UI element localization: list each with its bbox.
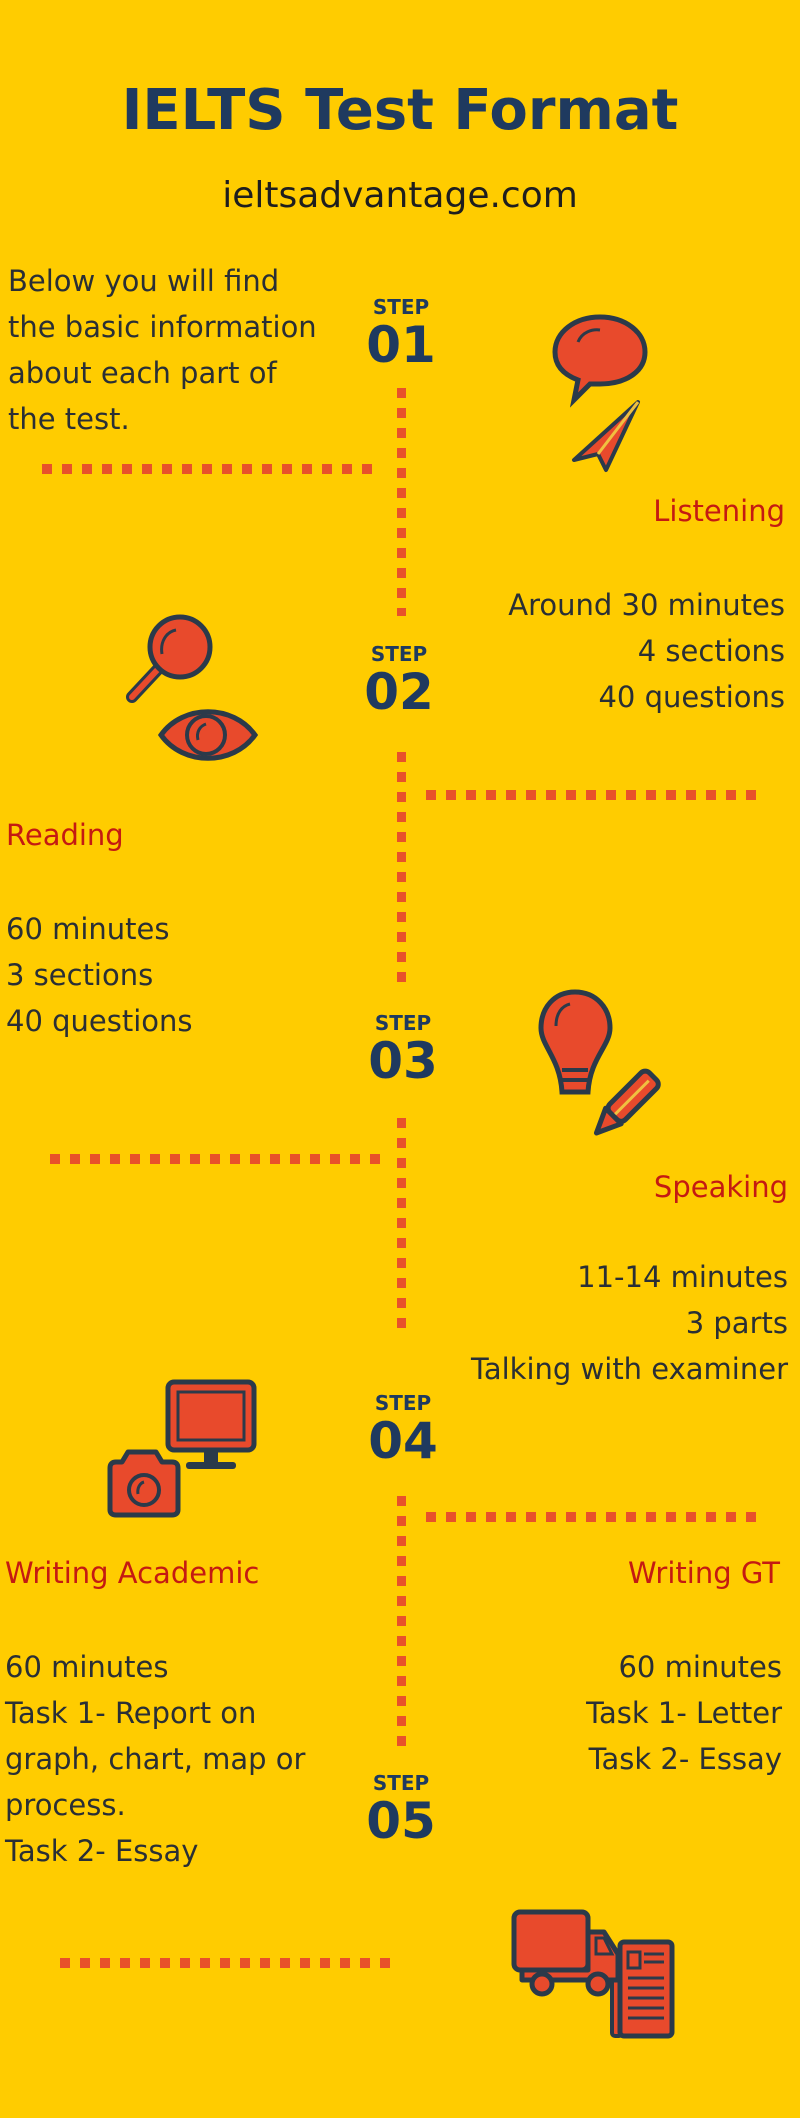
step-02: STEP 02 bbox=[344, 643, 454, 719]
step-number: 01 bbox=[366, 316, 436, 374]
magnifier-icon bbox=[126, 614, 213, 703]
step-number: 04 bbox=[368, 1412, 438, 1470]
intro-line: the test. bbox=[8, 402, 130, 436]
writing-gt-details: 60 minutes Task 1- Letter Task 2- Essay bbox=[482, 1644, 782, 1782]
pencil-icon bbox=[593, 1068, 661, 1136]
step-number: 05 bbox=[366, 1792, 436, 1850]
detail-line: Task 1- Letter bbox=[586, 1696, 782, 1730]
detail-line: 11-14 minutes bbox=[577, 1260, 788, 1294]
lightbulb-icon bbox=[538, 989, 613, 1095]
intro-text: Below you will find the basic informatio… bbox=[8, 258, 368, 442]
step-label: STEP bbox=[374, 1391, 432, 1415]
detail-line: 40 questions bbox=[6, 1004, 193, 1038]
timeline-line bbox=[397, 1496, 406, 1746]
intro-line: the basic information bbox=[8, 310, 317, 344]
reading-heading: Reading bbox=[6, 818, 124, 852]
divider-dots bbox=[50, 1154, 384, 1164]
timeline-line bbox=[397, 1118, 406, 1336]
detail-line: 3 parts bbox=[685, 1306, 788, 1340]
camera-icon bbox=[107, 1449, 181, 1518]
timeline-line bbox=[397, 752, 406, 984]
detail-line: graph, chart, map or bbox=[5, 1742, 306, 1776]
speaking-heading: Speaking bbox=[653, 1170, 788, 1204]
step-label: STEP bbox=[372, 295, 430, 319]
truck-icon bbox=[510, 2018, 622, 2118]
timeline-line bbox=[397, 388, 406, 616]
step-01: STEP 01 bbox=[346, 296, 456, 372]
listening-details: Around 30 minutes 4 sections 40 question… bbox=[445, 582, 785, 720]
site-url: ieltsadvantage.com bbox=[222, 175, 578, 216]
intro-line: about each part of bbox=[8, 356, 277, 390]
detail-line: Task 1- Report on bbox=[5, 1696, 257, 1730]
paper-plane-icon bbox=[572, 400, 640, 472]
speaking-details: 11-14 minutes 3 parts Talking with exami… bbox=[388, 1254, 788, 1392]
step-03: STEP 03 bbox=[348, 1012, 458, 1088]
writing-academic-details: 60 minutes Task 1- Report on graph, char… bbox=[5, 1644, 365, 1874]
detail-line: Task 2- Essay bbox=[588, 1742, 782, 1776]
intro-line: Below you will find bbox=[8, 264, 280, 298]
step-label: STEP bbox=[372, 1771, 430, 1795]
divider-dots bbox=[426, 1512, 760, 1522]
eye-icon bbox=[157, 709, 259, 761]
detail-line: 60 minutes bbox=[618, 1650, 782, 1684]
detail-line: 60 minutes bbox=[5, 1650, 169, 1684]
page-title: IELTS Test Format bbox=[121, 78, 679, 143]
step-number: 03 bbox=[368, 1032, 438, 1090]
step-label: STEP bbox=[374, 1011, 432, 1035]
step-04: STEP 04 bbox=[348, 1392, 458, 1468]
detail-line: 4 sections bbox=[637, 634, 785, 668]
detail-line: Task 2- Essay bbox=[5, 1834, 199, 1868]
detail-line: Around 30 minutes bbox=[508, 588, 785, 622]
writing-academic-heading: Writing Academic bbox=[5, 1556, 260, 1590]
divider-dots bbox=[60, 1958, 390, 1968]
divider-dots bbox=[426, 790, 760, 800]
detail-line: 40 questions bbox=[598, 680, 785, 714]
step-number: 02 bbox=[364, 663, 434, 721]
detail-line: 3 sections bbox=[6, 958, 154, 992]
monitor-icon bbox=[165, 1379, 257, 1469]
divider-dots bbox=[42, 464, 374, 474]
step-05: STEP 05 bbox=[346, 1772, 456, 1848]
writing-gt-heading: Writing GT bbox=[628, 1556, 780, 1590]
step-label: STEP bbox=[370, 642, 428, 666]
reading-details: 60 minutes 3 sections 40 questions bbox=[6, 906, 306, 1044]
detail-line: Talking with examiner bbox=[470, 1352, 788, 1386]
detail-line: process. bbox=[5, 1788, 126, 1822]
truck-icon bbox=[511, 1909, 621, 1997]
listening-heading: Listening bbox=[653, 494, 785, 528]
detail-line: 60 minutes bbox=[6, 912, 170, 946]
speech-bubble-icon bbox=[552, 314, 648, 408]
